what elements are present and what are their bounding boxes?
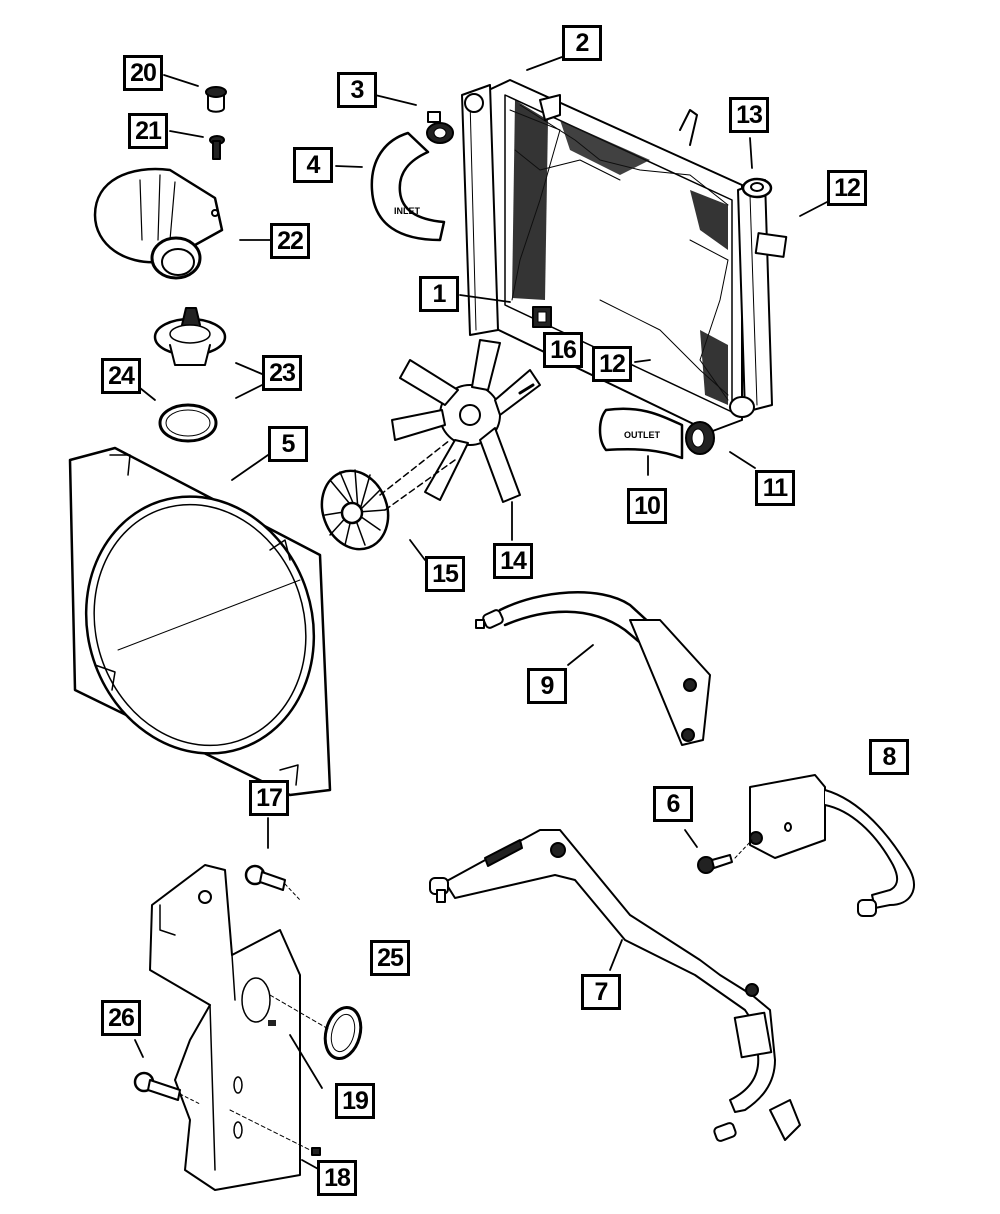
callout-24[interactable]: 24 [101, 358, 141, 394]
callout-11[interactable]: 11 [755, 470, 795, 506]
callout-13[interactable]: 13 [729, 97, 769, 133]
callout-1[interactable]: 1 [419, 276, 459, 312]
radiator-cap[interactable] [741, 177, 773, 199]
callout-14[interactable]: 14 [493, 543, 533, 579]
callout-23[interactable]: 23 [262, 355, 302, 391]
drain-cock[interactable] [532, 306, 552, 328]
cooler-line-lower[interactable] [429, 829, 801, 1142]
housing-bolt[interactable] [209, 135, 225, 160]
callout-19[interactable]: 19 [335, 1083, 375, 1119]
cooler-line-side[interactable] [749, 774, 915, 917]
callout-12-top[interactable]: 12 [827, 170, 867, 206]
callout-20[interactable]: 20 [123, 55, 163, 91]
callout-15[interactable]: 15 [425, 556, 465, 592]
thermostat-gasket[interactable] [158, 403, 218, 443]
bracket-bolt[interactable] [697, 839, 753, 874]
callout-25[interactable]: 25 [370, 940, 410, 976]
callout-2[interactable]: 2 [562, 25, 602, 61]
callout-17[interactable]: 17 [249, 780, 289, 816]
callout-7[interactable]: 7 [581, 974, 621, 1010]
outlet-hose-clamp[interactable] [685, 421, 715, 455]
support-bolt-upper[interactable] [244, 864, 301, 901]
callout-3[interactable]: 3 [337, 72, 377, 108]
fan-support-bracket[interactable] [149, 864, 301, 1191]
fan-shroud[interactable] [53, 446, 346, 797]
fan-clutch[interactable] [311, 439, 456, 559]
callout-5[interactable]: 5 [268, 426, 308, 462]
inlet-hose-clamp[interactable] [426, 111, 454, 144]
callout-16[interactable]: 16 [543, 332, 583, 368]
plug[interactable] [205, 86, 227, 113]
callout-10[interactable]: 10 [627, 488, 667, 524]
callout-8[interactable]: 8 [869, 739, 909, 775]
inlet-label: INLET [394, 206, 421, 216]
thermostat[interactable] [153, 307, 227, 366]
support-bolt-lower[interactable] [133, 1071, 201, 1105]
cooling-fan[interactable] [391, 339, 541, 503]
cooler-line-upper[interactable] [475, 591, 711, 746]
callout-4[interactable]: 4 [293, 147, 333, 183]
callout-22[interactable]: 22 [270, 223, 310, 259]
callout-12-lower[interactable]: 12 [592, 346, 632, 382]
outlet-label: OUTLET [624, 430, 660, 440]
thermostat-housing[interactable] [93, 167, 224, 280]
outlet-hose[interactable]: OUTLET [598, 407, 684, 460]
callout-6[interactable]: 6 [653, 786, 693, 822]
callout-18[interactable]: 18 [317, 1160, 357, 1196]
radiator-outlet-neck [729, 396, 755, 418]
callout-9[interactable]: 9 [527, 668, 567, 704]
callout-21[interactable]: 21 [128, 113, 168, 149]
support-pin[interactable] [229, 1109, 321, 1156]
callout-26[interactable]: 26 [101, 1000, 141, 1036]
inlet-hose[interactable]: INLET [370, 131, 446, 242]
support-o-ring[interactable] [269, 994, 366, 1063]
